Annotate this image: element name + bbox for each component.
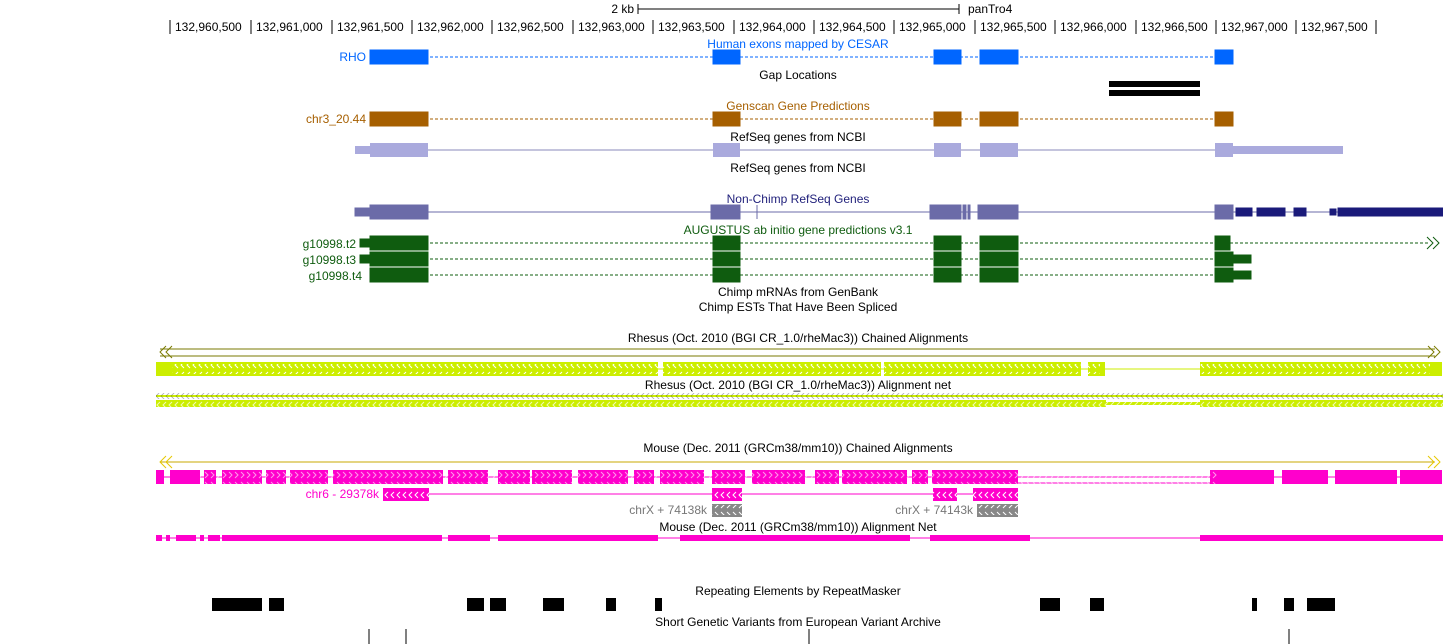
ruler-tick-label: 132,961,000 <box>256 20 323 34</box>
eva-variants[interactable] <box>368 629 1290 644</box>
ruler-tick-label: 132,967,000 <box>1221 20 1288 34</box>
track-title-refseq[interactable]: RefSeq genes from NCBI <box>730 130 866 144</box>
track-title-eva[interactable]: Short Genetic Variants from European Var… <box>655 615 941 629</box>
item-label-augustus-t2[interactable]: g10998.t2 <box>302 237 356 251</box>
mouse-chain[interactable] <box>156 455 1442 517</box>
item-label-mouse-chrx-1[interactable]: chrX + 74138k <box>629 503 707 517</box>
ruler-tick-label: 132,966,000 <box>1060 20 1127 34</box>
track-title-mouse-net[interactable]: Mouse (Dec. 2011 (GRCm38/mm10)) Alignmen… <box>659 520 937 534</box>
scale-bar <box>637 4 960 14</box>
ruler-tick-label: 132,963,000 <box>578 20 645 34</box>
ruler-tick-label: 132,963,500 <box>658 20 725 34</box>
ruler-tick-label: 132,962,000 <box>417 20 484 34</box>
track-title-gap[interactable]: Gap Locations <box>759 68 837 82</box>
track-title-chimp-mrna[interactable]: Chimp mRNAs from GenBank <box>717 285 879 299</box>
ruler-tick-label: 132,966,500 <box>1141 20 1208 34</box>
rhesus-chain[interactable] <box>156 345 1442 376</box>
ruler-tick-label: 132,961,500 <box>337 20 404 34</box>
track-title-augustus[interactable]: AUGUSTUS ab initio gene predictions v3.1 <box>683 223 913 237</box>
item-label-augustus-t3[interactable]: g10998.t3 <box>302 253 356 267</box>
refseq-gene[interactable] <box>355 143 1343 157</box>
augustus-gene[interactable] <box>359 235 1440 283</box>
track-title-nonchimp-refseq[interactable]: Non-Chimp RefSeq Genes <box>726 192 870 206</box>
mouse-net[interactable] <box>156 535 1443 541</box>
item-label-genscan[interactable]: chr3_20.44 <box>305 112 366 126</box>
scale-size-label: 2 kb <box>611 2 634 16</box>
ruler-tick-label: 132,965,500 <box>980 20 1047 34</box>
ruler-tick-label: 132,960,500 <box>175 20 242 34</box>
item-label-augustus-t4[interactable]: g10998.t4 <box>308 269 362 283</box>
assembly-label: panTro4 <box>968 2 1013 16</box>
ruler-tick-label: 132,964,500 <box>819 20 886 34</box>
ruler-tick-label: 132,962,500 <box>497 20 564 34</box>
ruler-tick-label: 132,965,000 <box>899 20 966 34</box>
repeatmasker-elements[interactable] <box>212 598 1335 611</box>
nonchimp-refseq-gene[interactable] <box>354 204 1443 220</box>
track-title-rhesus-net[interactable]: Rhesus (Oct. 2010 (BGI CR_1.0/rheMac3)) … <box>644 378 952 392</box>
rhesus-net[interactable] <box>156 393 1443 407</box>
track-title-cesar[interactable]: Human exons mapped by CESAR <box>707 37 889 51</box>
ruler-tick-label: 132,964,000 <box>739 20 806 34</box>
ruler-axis <box>169 20 1377 34</box>
track-title-repeatmasker[interactable]: Repeating Elements by RepeatMasker <box>695 584 901 598</box>
cesar-gene-rho[interactable] <box>369 49 1234 65</box>
track-title-chimp-est[interactable]: Chimp ESTs That Have Been Spliced <box>698 300 898 314</box>
genscan-gene[interactable] <box>369 111 1234 127</box>
track-title-rhesus-chain[interactable]: Rhesus (Oct. 2010 (BGI CR_1.0/rheMac3)) … <box>627 331 969 345</box>
track-title-mouse-chain[interactable]: Mouse (Dec. 2011 (GRCm38/mm10)) Chained … <box>643 441 953 455</box>
ruler-tick-label: 132,967,500 <box>1301 20 1368 34</box>
item-label-rho[interactable]: RHO <box>339 50 366 64</box>
item-label-mouse-chr6[interactable]: chr6 - 29378k <box>305 487 379 501</box>
gap-block[interactable] <box>1109 81 1200 96</box>
track-title-genscan[interactable]: Genscan Gene Predictions <box>726 99 870 113</box>
item-label-mouse-chrx-2[interactable]: chrX + 74143k <box>895 503 973 517</box>
track-title-refseq-2[interactable]: RefSeq genes from NCBI <box>730 161 866 175</box>
